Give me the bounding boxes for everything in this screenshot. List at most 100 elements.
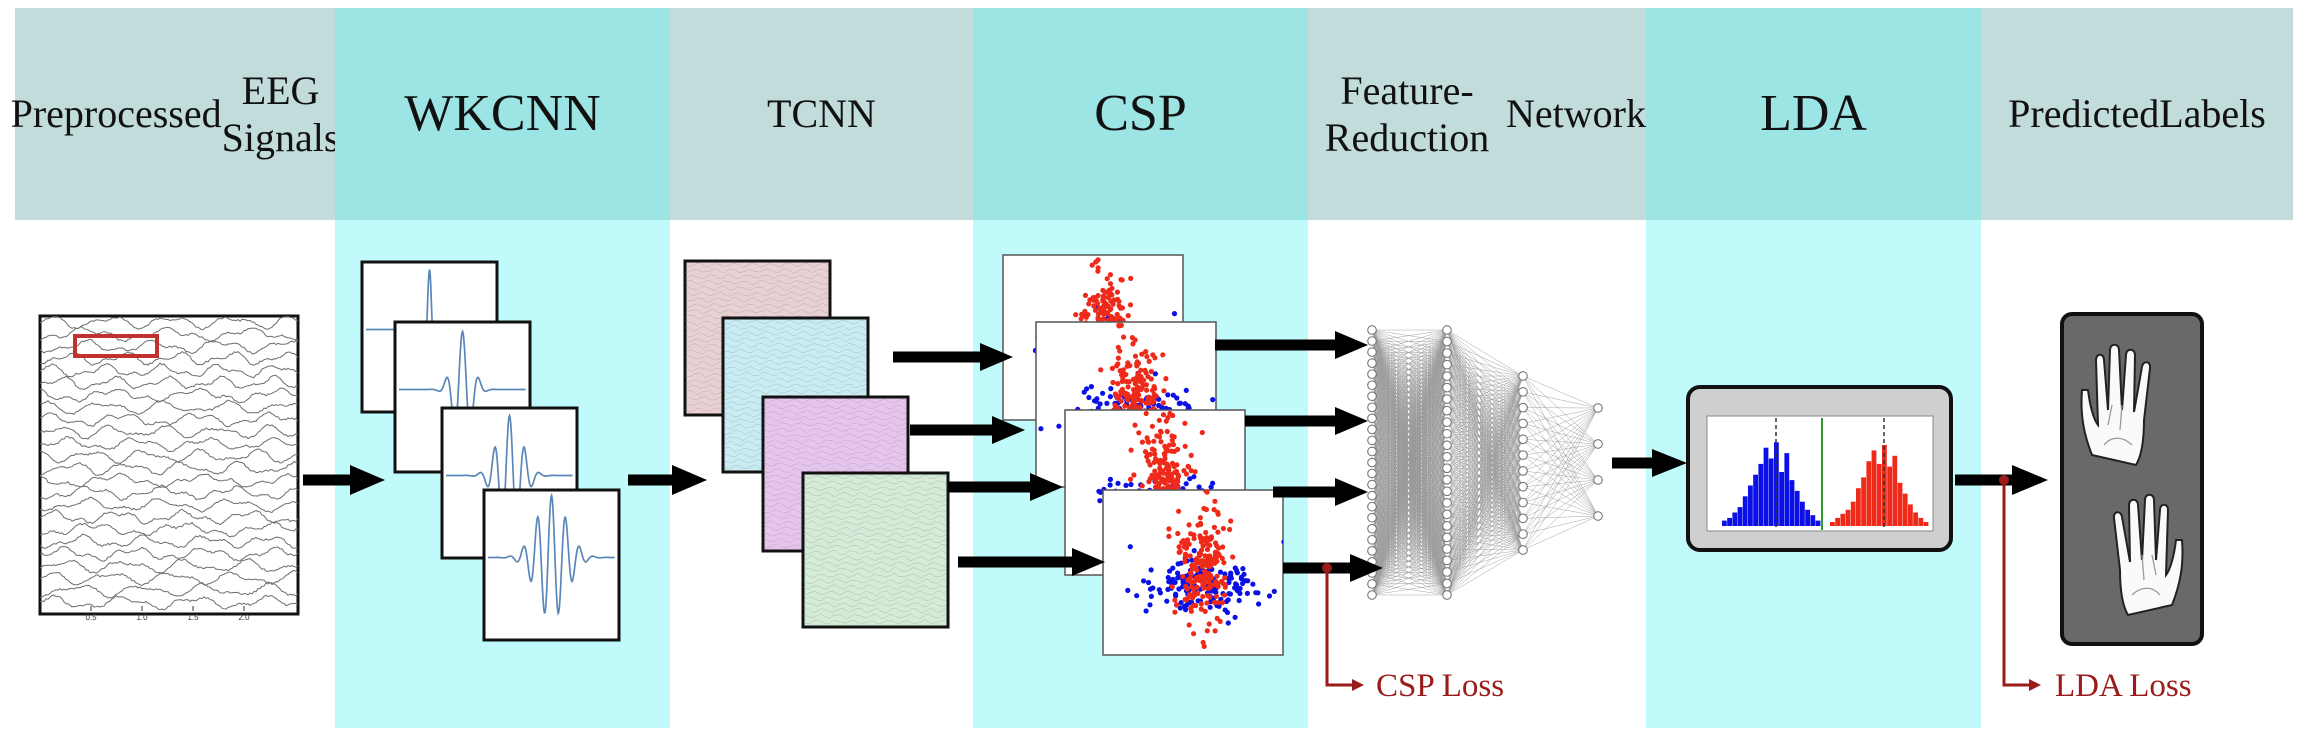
eeg-channel-trace [40,545,298,562]
network-node [1367,545,1377,556]
csp-loss-label: CSP Loss [1376,668,1504,704]
network-node [1367,391,1377,402]
network-node [1518,466,1528,476]
feature-trace [723,366,868,372]
feature-trace [803,602,948,608]
feature-trace [723,354,868,360]
feature-trace [685,303,830,309]
feature-trace [803,613,948,619]
eeg-channel-trace [40,316,298,331]
hist-bar-blue [1784,453,1790,526]
hist-bar-red [1856,488,1861,526]
hist-bar-blue [1794,490,1800,526]
wavelet-curve [488,492,615,616]
network-node [1442,474,1452,485]
feature-trace [685,285,830,291]
eeg-channel-trace [40,326,298,343]
network-node [1593,475,1603,485]
feature-trace [803,607,948,613]
network-node [1367,424,1377,435]
hand-icon-left [2080,343,2152,467]
feature-trace [763,467,908,474]
wavelet-curve [446,412,573,528]
feature-trace [723,325,868,331]
arrow-csp-to-frn-4 [1283,554,1383,582]
feature-trace [803,526,948,532]
network-node [1367,358,1377,368]
network-node [1367,347,1377,357]
feature-trace [723,389,868,395]
hist-bar-blue [1810,515,1816,526]
network-node [1442,325,1452,335]
network-node [1442,394,1452,404]
hist-bar-red [1908,504,1913,526]
eeg-channel-trace [40,448,298,465]
feature-trace [803,480,948,486]
network-node [1442,567,1452,577]
hand-icon-right [2112,493,2184,617]
network-node [1367,369,1377,380]
network-node [1367,402,1377,413]
feature-trace [803,497,948,503]
eeg-channel-trace [40,411,298,428]
feature-trace [763,444,908,451]
hist-bar-red [1902,493,1908,526]
feature-trace [803,486,948,492]
eeg-tick-label: 2.0 [238,613,250,622]
hist-bar-red [1866,461,1872,526]
network-node [1593,403,1603,413]
network-node [1593,511,1603,521]
hist-bar-red [1845,509,1851,526]
hist-bar-blue [1722,520,1727,526]
hist-bar-blue [1789,480,1795,526]
eeg-channel-trace [40,569,298,586]
hist-bar-red [1897,482,1903,526]
network-node [1442,359,1452,370]
arrow-csp-to-frn-2 [1245,407,1368,435]
hist-bar-blue [1758,463,1764,526]
feature-trace [803,619,948,625]
wavelet-curve [399,329,526,431]
stage-tcnn-title: TCNN [670,8,973,220]
feature-trace [803,596,948,602]
feature-reduction-network [1367,325,1603,600]
feature-trace [803,561,948,567]
feature-trace [685,279,830,285]
hist-bar-red [1861,477,1866,526]
hist-bar-blue [1742,496,1748,526]
network-node [1518,545,1528,555]
eeg-channel-trace [40,424,298,440]
feature-trace [685,291,830,297]
feature-trace [685,308,830,315]
feature-trace [763,439,908,445]
network-node [1442,532,1452,543]
feature-trace [723,359,868,366]
feature-trace [723,336,868,342]
feature-trace [763,456,908,462]
wavelet-kernels [360,260,621,642]
eeg-channel-trace [40,387,298,404]
tcnn-feature-maps [683,259,950,629]
lda-panel [1686,385,1953,552]
network-node [1442,440,1452,451]
eeg-tick-label: 1.0 [136,613,148,622]
feature-trace [763,462,908,468]
network-node [1442,336,1452,347]
network-node [1367,534,1377,545]
feature-trace [723,383,868,389]
network-node [1367,512,1377,523]
network-node [1442,578,1452,589]
stage-wkcnn-title: WKCNN [335,8,670,220]
eeg-channel-trace [40,399,298,415]
network-node [1367,579,1377,589]
feature-trace [763,450,907,456]
network-node [1367,468,1377,479]
network-node [1367,446,1377,457]
stage-csp-title: CSP [973,8,1308,220]
scatter-points [1125,490,1283,650]
feature-trace [803,538,948,544]
feature-trace [685,297,830,303]
